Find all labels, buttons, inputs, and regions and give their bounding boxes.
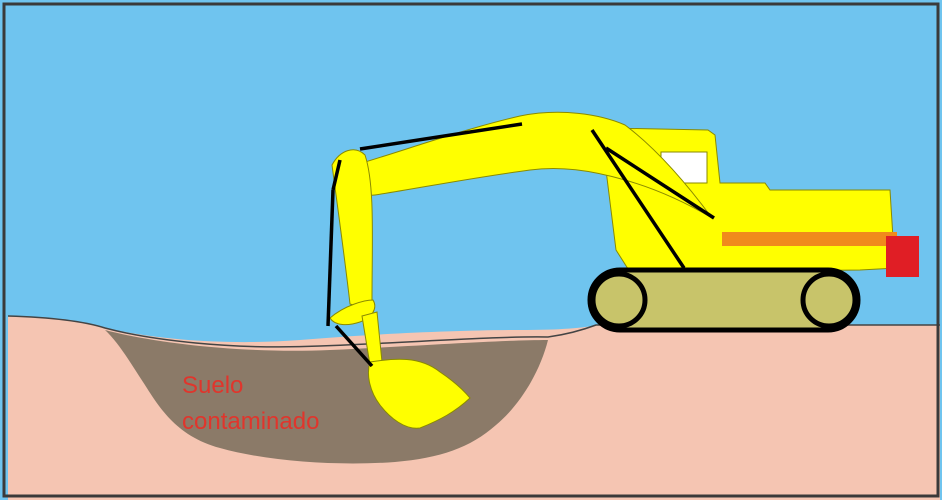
contaminated-soil-label-line2: contaminado [182, 408, 319, 435]
contaminated-soil-label-line1: Suelo [182, 372, 243, 399]
counterweight [886, 236, 919, 277]
body-stripe [722, 232, 897, 246]
